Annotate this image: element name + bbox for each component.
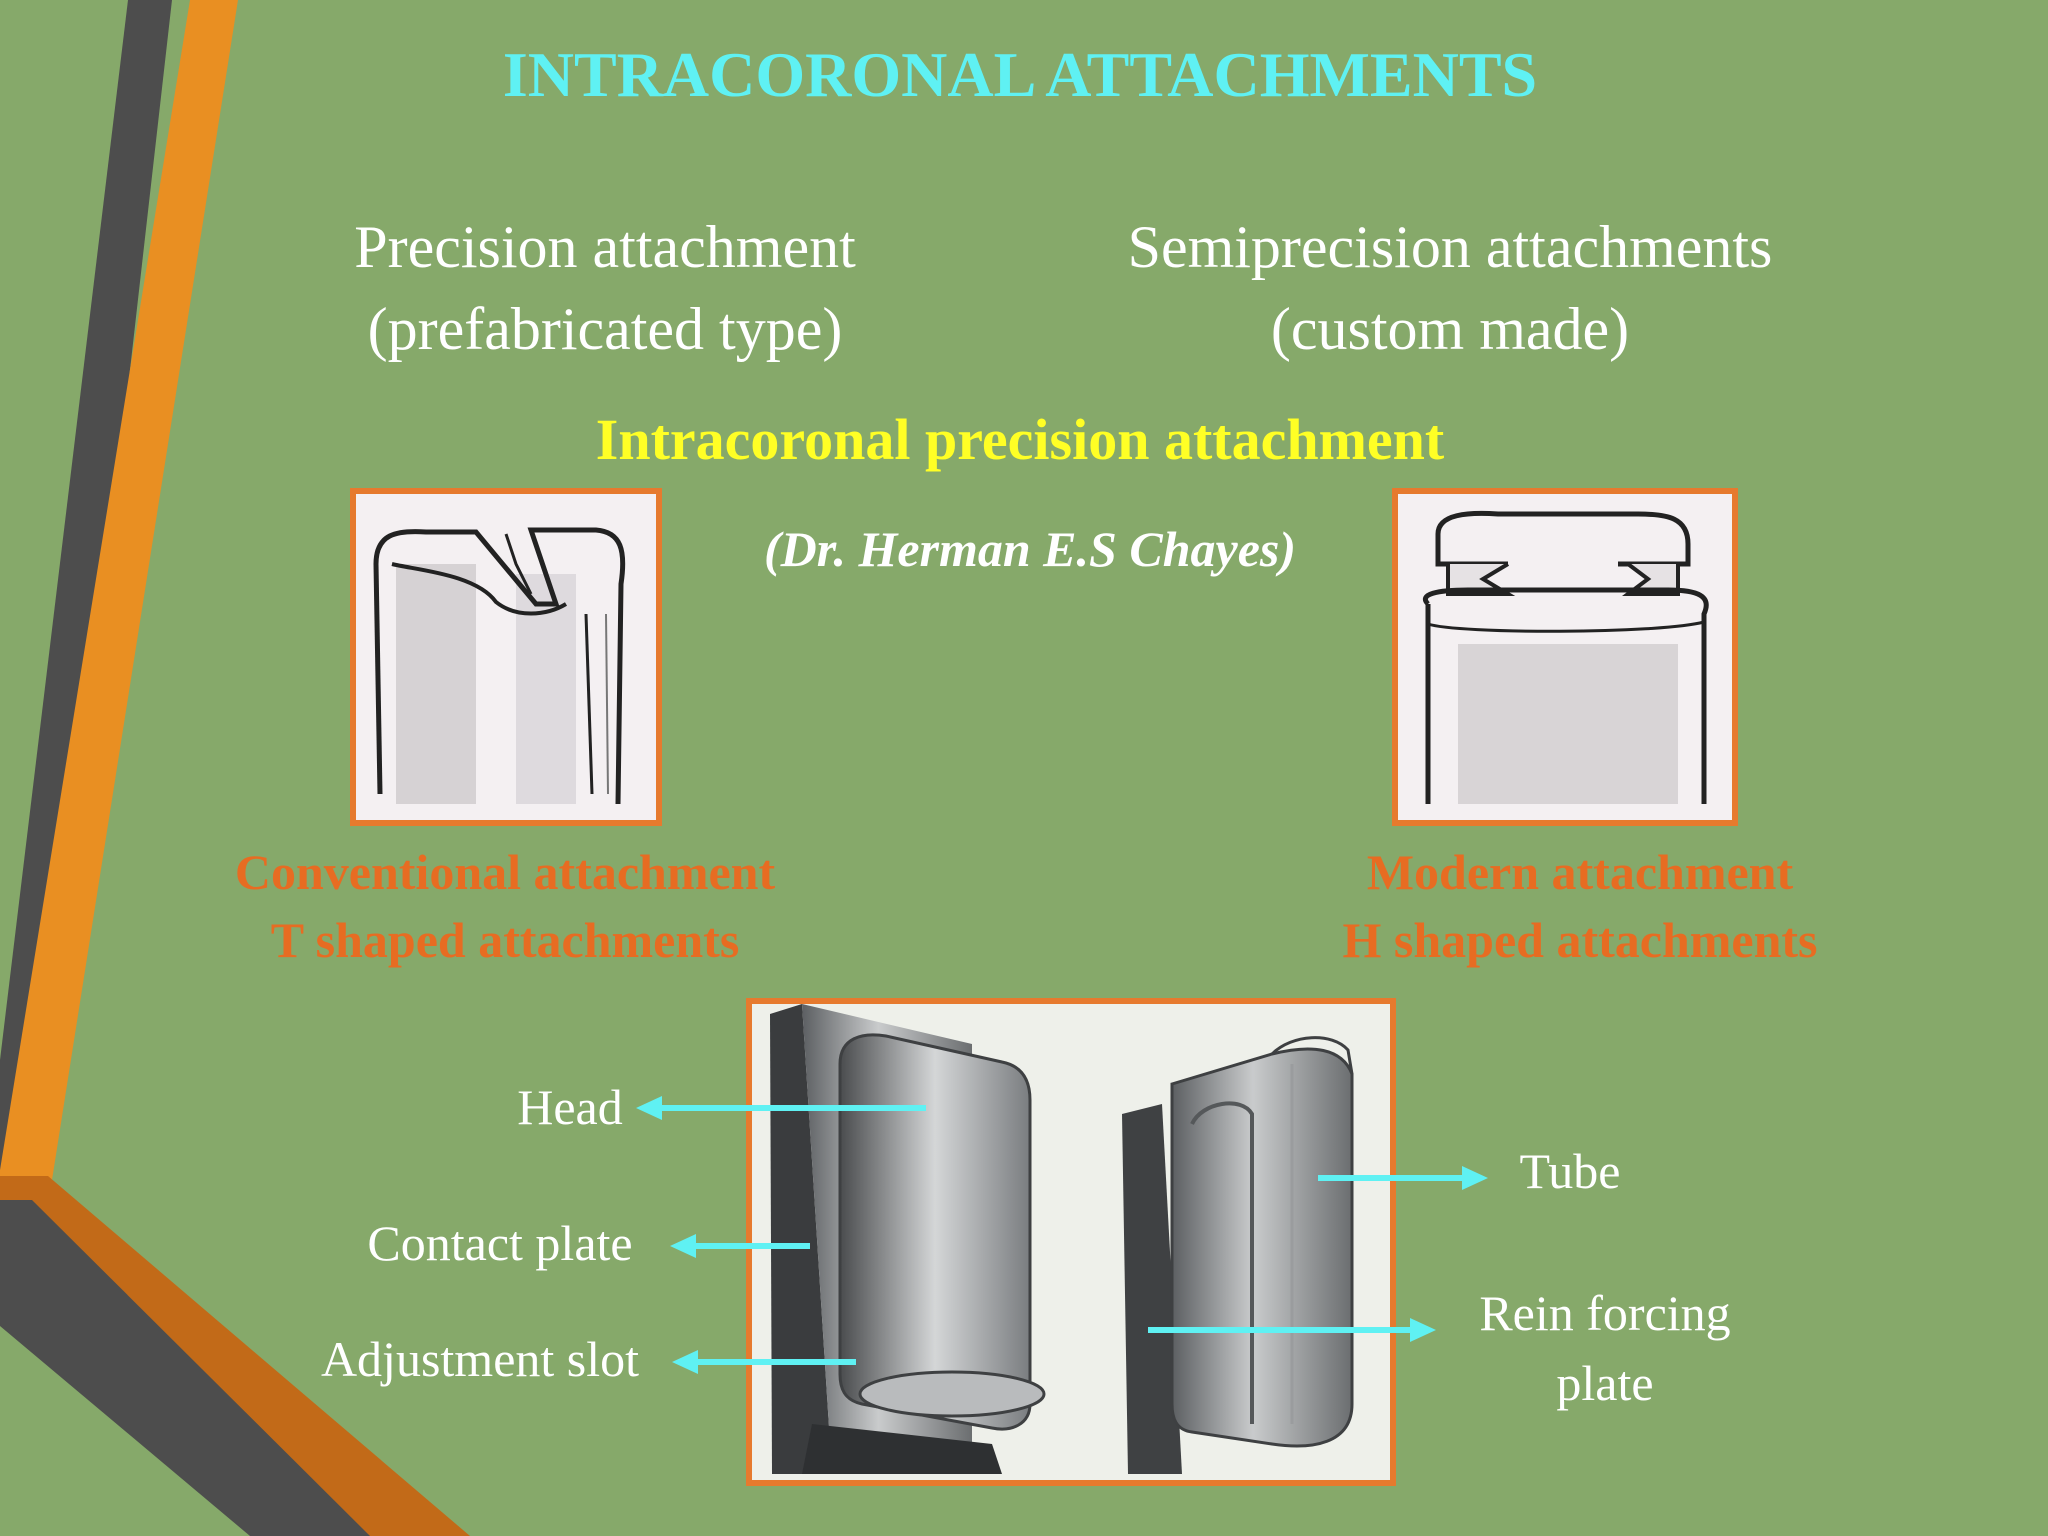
t-attachment-sketch bbox=[356, 494, 656, 820]
semiprecision-attachment-line2: (custom made) bbox=[1270, 296, 1630, 362]
contact-plate-label: Contact plate bbox=[367, 1215, 633, 1271]
precision-attachment-line2: (prefabricated type) bbox=[367, 296, 843, 362]
modern-attachment-image bbox=[1392, 488, 1738, 826]
orange-bottom-stripe bbox=[0, 1176, 470, 1536]
attachment-parts-illustration bbox=[752, 1004, 1390, 1480]
author-credit: (Dr. Herman E.S Chayes) bbox=[763, 521, 1296, 577]
conventional-caption-line1: Conventional attachment bbox=[234, 844, 776, 900]
attachment-parts-photo bbox=[746, 998, 1396, 1486]
adjustment-slot-label: Adjustment slot bbox=[320, 1331, 640, 1387]
subheading: Intracoronal precision attachment bbox=[595, 407, 1445, 472]
precision-attachment-line1: Precision attachment bbox=[354, 214, 856, 280]
conventional-caption-line2: T shaped attachments bbox=[270, 912, 740, 968]
modern-caption-line1: Modern attachment bbox=[1366, 844, 1794, 900]
reinforcing-plate-label: Rein forcing plate bbox=[1440, 1278, 1770, 1418]
conventional-attachment-image bbox=[350, 488, 662, 826]
h-attachment-sketch bbox=[1398, 494, 1732, 820]
conventional-attachment-caption: Conventional attachment T shaped attachm… bbox=[150, 838, 860, 974]
head-label: Head bbox=[517, 1079, 623, 1135]
modern-caption-line2: H shaped attachments bbox=[1342, 912, 1818, 968]
modern-attachment-caption: Modern attachment H shaped attachments bbox=[1280, 838, 1880, 974]
gray-bottom-stripe bbox=[0, 1200, 370, 1536]
slide-title: INTRACORONAL ATTACHMENTS bbox=[502, 39, 1538, 110]
precision-attachment-heading: Precision attachment (prefabricated type… bbox=[300, 206, 910, 370]
gray-diagonal-stripe bbox=[0, 0, 172, 1180]
semiprecision-attachment-line1: Semiprecision attachments bbox=[1127, 214, 1773, 280]
reinforcing-plate-line2: plate bbox=[1556, 1355, 1654, 1411]
semiprecision-attachment-heading: Semiprecision attachments (custom made) bbox=[1060, 206, 1840, 370]
reinforcing-plate-line1: Rein forcing bbox=[1479, 1285, 1731, 1341]
tube-label: Tube bbox=[1519, 1143, 1621, 1199]
orange-diagonal-stripe bbox=[0, 0, 238, 1180]
